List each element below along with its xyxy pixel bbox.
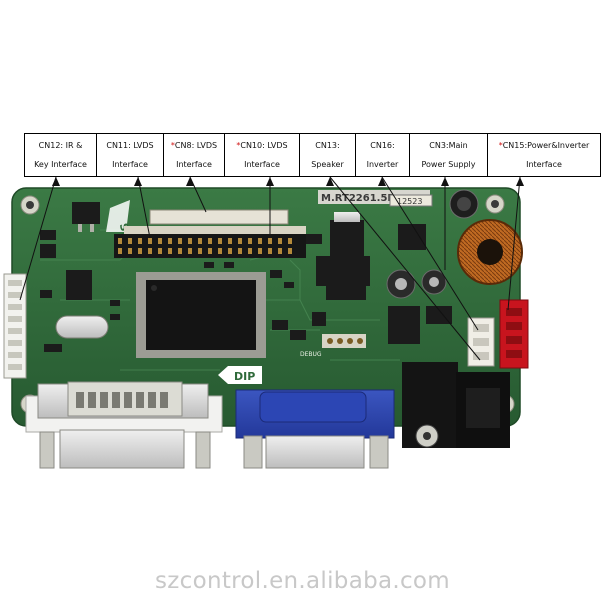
star-marker: * xyxy=(498,141,503,150)
label-line1: CN8: LVDS xyxy=(174,141,218,150)
model-label: M.RT2261.5B 12523 xyxy=(318,190,433,207)
regulator-chip xyxy=(72,202,100,224)
label-cn15: *CN15:Power&Inverter Interface xyxy=(488,134,600,176)
dvi-connector xyxy=(25,381,223,469)
label-cn11: CN11: LVDS Interface xyxy=(97,134,164,176)
label-line2: Speaker xyxy=(311,160,344,169)
label-cn3: CN3:Main Power Supply xyxy=(410,134,488,176)
cn11-pin-header xyxy=(114,234,306,258)
cn15-power-inverter-connector xyxy=(499,299,529,369)
dip-marker: DIP xyxy=(218,366,262,384)
svg-text:DEBUG: DEBUG xyxy=(300,351,322,358)
crystal-oscillator xyxy=(55,315,109,339)
dc-power-jack xyxy=(402,362,510,448)
inverter-chip xyxy=(388,224,452,344)
svg-text:DIP: DIP xyxy=(234,370,255,383)
connector-label-table: CN12: IR & Key Interface CN11: LVDS Inte… xyxy=(24,133,601,177)
label-line2: Inverter xyxy=(366,160,399,169)
label-cn8: *CN8: LVDS Interface xyxy=(164,134,225,176)
label-line1: CN15:Power&Inverter xyxy=(502,141,590,150)
label-line1: CN12: IR & xyxy=(38,141,83,150)
label-line1: CN13: xyxy=(315,141,340,150)
watermark-text: szcontrol.en.alibaba.com xyxy=(154,568,451,594)
label-line2: Interface xyxy=(112,160,148,169)
electrolytic-capacitors xyxy=(386,189,479,299)
label-line2: Interface xyxy=(176,160,212,169)
star-marker: * xyxy=(170,141,175,150)
label-cn10: *CN10: LVDS Interface xyxy=(225,134,300,176)
label-cn12: CN12: IR & Key Interface xyxy=(25,134,97,176)
label-line1: CN10: LVDS xyxy=(240,141,288,150)
pointer-lines xyxy=(19,176,521,361)
label-line1: CN11: LVDS xyxy=(106,141,154,150)
label-line2: Interface xyxy=(526,160,562,169)
cn16-inverter-connector xyxy=(467,317,495,367)
small-components xyxy=(40,262,326,352)
toroid-inductor xyxy=(457,219,523,285)
label-line1: CN16: xyxy=(370,141,395,150)
label-line2: Power Supply xyxy=(421,160,476,169)
lvds-header-strip xyxy=(124,209,306,236)
debug-header: DEBUG xyxy=(300,334,366,358)
small-ic xyxy=(66,270,92,300)
voltage-regulator xyxy=(306,212,370,300)
svg-text:M.RT2261.5B: M.RT2261.5B xyxy=(321,193,395,204)
main-scaler-chip xyxy=(136,272,266,358)
label-line1: CN3:Main xyxy=(429,141,468,150)
label-line2: Key Interface xyxy=(34,160,87,169)
pointer-arrowheads xyxy=(52,177,524,186)
star-marker: * xyxy=(236,141,241,150)
svg-text:12523: 12523 xyxy=(397,197,422,206)
vga-connector xyxy=(235,389,395,469)
label-line2: Interface xyxy=(244,160,280,169)
label-cn13: CN13: Speaker xyxy=(300,134,356,176)
label-cn16: CN16: Inverter xyxy=(356,134,410,176)
